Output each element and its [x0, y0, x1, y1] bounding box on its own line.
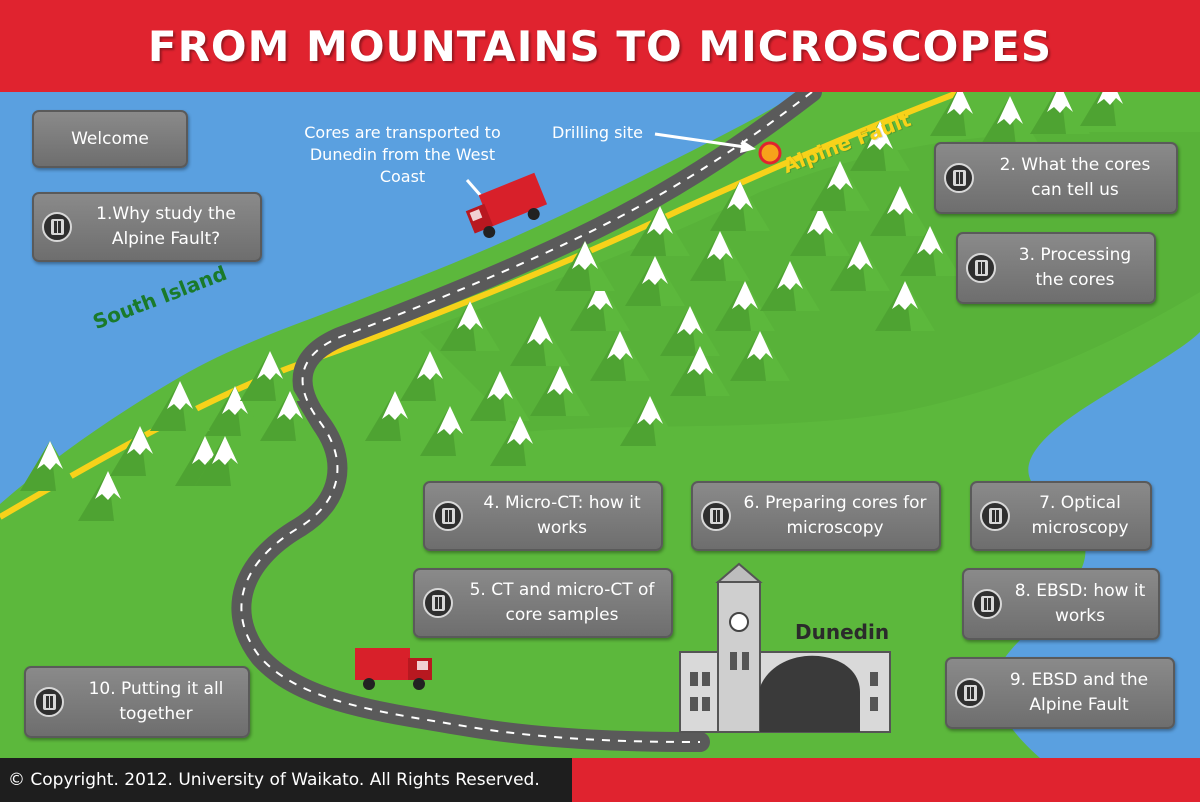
drilling-site-marker [758, 141, 782, 165]
dunedin-building-icon [679, 562, 891, 733]
nav-button-9[interactable]: 9. EBSD and the Alpine Fault [945, 657, 1175, 729]
truck-icon [355, 648, 432, 690]
film-icon [433, 501, 463, 531]
nav-button-6[interactable]: 6. Preparing cores for microscopy [691, 481, 941, 551]
footer-bar: © Copyright. 2012. University of Waikato… [0, 758, 1200, 802]
welcome-label: Welcome [71, 128, 149, 149]
nav-label: 4. Micro-CT: how it works [483, 493, 641, 538]
nav-label: 5. CT and micro-CT of core samples [469, 580, 655, 625]
nav-label: 3. Processing the cores [1018, 245, 1132, 290]
nav-button-4[interactable]: 4. Micro-CT: how it works [423, 481, 663, 551]
film-icon [34, 687, 64, 717]
nav-label: 1.Why study the Alpine Fault? [96, 204, 236, 249]
map-area: South Island Alpine Fault Dunedin Cores … [0, 92, 1200, 758]
nav-button-8[interactable]: 8. EBSD: how it works [962, 568, 1160, 640]
drilling-arrow [654, 132, 746, 149]
nav-button-7[interactable]: 7. Optical microscopy [970, 481, 1152, 551]
film-icon [42, 212, 72, 242]
welcome-button[interactable]: Welcome [32, 110, 188, 168]
title-bar: FROM MOUNTAINS TO MICROSCOPES [0, 0, 1200, 92]
film-icon [955, 678, 985, 708]
nav-label: 10. Putting it all together [88, 679, 224, 724]
nav-label: 2. What the cores can tell us [999, 155, 1151, 200]
nav-label: 7. Optical microscopy [1031, 493, 1129, 538]
nav-label: 8. EBSD: how it works [1014, 581, 1146, 626]
film-icon [944, 163, 974, 193]
film-icon [972, 589, 1002, 619]
nav-button-10[interactable]: 10. Putting it all together [24, 666, 250, 738]
drilling-site-annotation: Drilling site [552, 123, 643, 142]
page-title: FROM MOUNTAINS TO MICROSCOPES [147, 21, 1053, 71]
nav-button-1[interactable]: 1.Why study the Alpine Fault? [32, 192, 262, 262]
film-icon [701, 501, 731, 531]
copyright-text: © Copyright. 2012. University of Waikato… [0, 758, 572, 802]
film-icon [980, 501, 1010, 531]
truck-icon [465, 172, 548, 238]
nav-button-5[interactable]: 5. CT and micro-CT of core samples [413, 568, 673, 638]
nav-label: 6. Preparing cores for microscopy [743, 493, 927, 538]
nav-button-2[interactable]: 2. What the cores can tell us [934, 142, 1178, 214]
film-icon [423, 588, 453, 618]
transport-annotation: Cores are transported to Dunedin from th… [304, 123, 501, 186]
film-icon [966, 253, 996, 283]
nav-button-3[interactable]: 3. Processing the cores [956, 232, 1156, 304]
nav-label: 9. EBSD and the Alpine Fault [1009, 670, 1149, 715]
dunedin-label: Dunedin [795, 620, 890, 644]
